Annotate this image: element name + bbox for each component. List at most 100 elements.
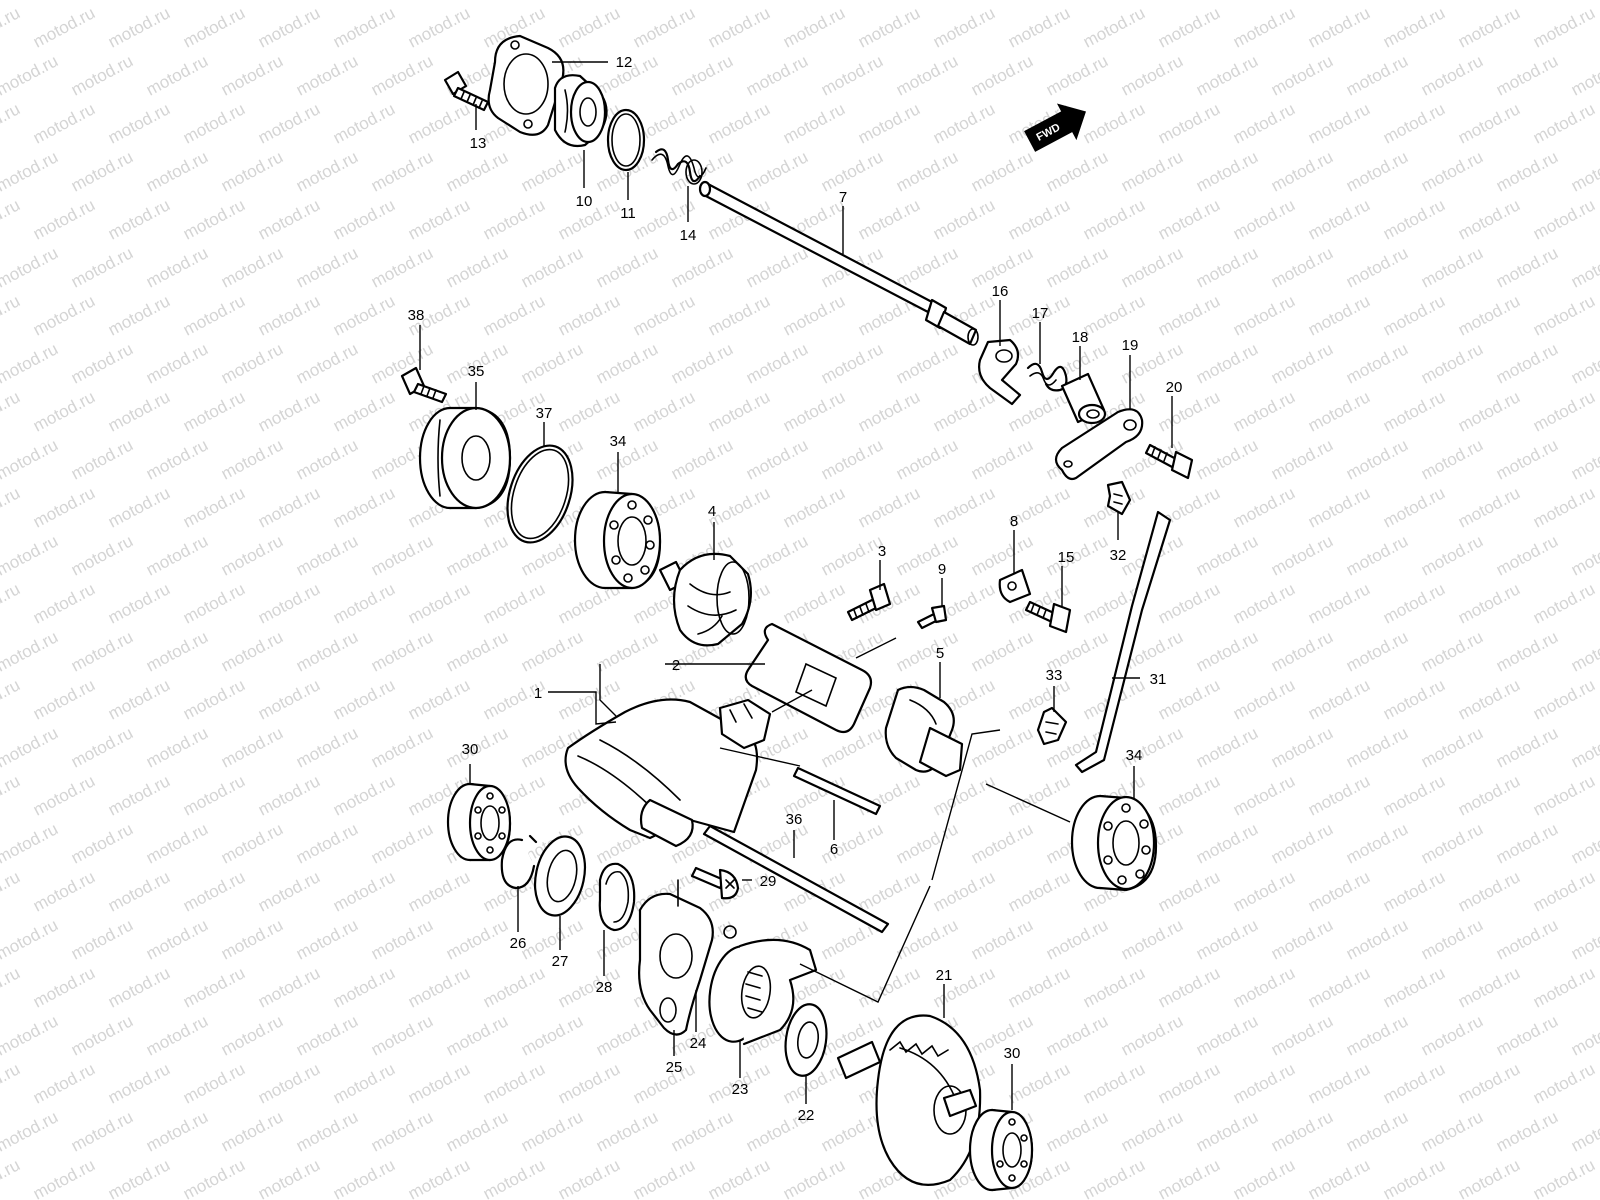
watermark-text: motod.ru xyxy=(1380,3,1448,51)
watermark-text: motod.ru xyxy=(1080,291,1148,339)
watermark-text: motod.ru xyxy=(368,915,436,963)
watermark-text: motod.ru xyxy=(68,627,136,675)
callout-17: 17 xyxy=(1032,305,1049,322)
watermark-text: motod.ru xyxy=(1155,195,1223,243)
watermark-text: motod.ru xyxy=(1568,627,1600,675)
watermark-text: motod.ru xyxy=(293,723,361,771)
watermark-text: motod.ru xyxy=(255,1059,323,1107)
watermark-text: motod.ru xyxy=(368,627,436,675)
part-9-screw xyxy=(916,604,948,630)
watermark-text: motod.ru xyxy=(1418,339,1486,387)
watermark-text: motod.ru xyxy=(1380,99,1448,147)
watermark-text: motod.ru xyxy=(1343,243,1411,291)
watermark-text: motod.ru xyxy=(930,387,998,435)
watermark-text: motod.ru xyxy=(1268,627,1336,675)
part-17-spring xyxy=(1026,362,1068,392)
watermark-text: motod.ru xyxy=(1193,819,1261,867)
watermark-text: motod.ru xyxy=(668,339,736,387)
watermark-text: motod.ru xyxy=(593,243,661,291)
watermark-text: motod.ru xyxy=(105,1155,173,1200)
watermark-text: motod.ru xyxy=(555,1155,623,1200)
watermark-text: motod.ru xyxy=(968,51,1036,99)
watermark-text: motod.ru xyxy=(1043,0,1111,4)
callout-23: 23 xyxy=(732,1081,749,1098)
watermark-text: motod.ru xyxy=(68,915,136,963)
watermark-text: motod.ru xyxy=(893,627,961,675)
watermark-text: motod.ru xyxy=(1230,675,1298,723)
watermark-text: motod.ru xyxy=(405,579,473,627)
watermark-text: motod.ru xyxy=(1193,723,1261,771)
watermark-text: motod.ru xyxy=(105,291,173,339)
watermark-text: motod.ru xyxy=(180,195,248,243)
watermark-text: motod.ru xyxy=(105,675,173,723)
watermark-text: motod.ru xyxy=(855,387,923,435)
watermark-text: motod.ru xyxy=(180,99,248,147)
watermark-text: motod.ru xyxy=(743,339,811,387)
watermark-text: motod.ru xyxy=(1305,3,1373,51)
watermark-text: motod.ru xyxy=(855,867,923,915)
watermark-text: motod.ru xyxy=(1568,1011,1600,1059)
watermark-text: motod.ru xyxy=(1268,339,1336,387)
watermark-text: motod.ru xyxy=(68,243,136,291)
watermark-text: motod.ru xyxy=(330,291,398,339)
watermark-text: motod.ru xyxy=(1268,243,1336,291)
part-21-driven-gear xyxy=(836,1014,982,1186)
watermark-text: motod.ru xyxy=(1530,771,1598,819)
watermark-text: motod.ru xyxy=(1043,1107,1111,1155)
watermark-text: motod.ru xyxy=(1493,435,1561,483)
watermark-text: motod.ru xyxy=(1005,195,1073,243)
watermark-text: motod.ru xyxy=(930,99,998,147)
watermark-text: motod.ru xyxy=(30,579,98,627)
watermark-text: motod.ru xyxy=(518,0,586,4)
watermark-text: motod.ru xyxy=(255,771,323,819)
watermark-text: motod.ru xyxy=(893,51,961,99)
watermark-text: motod.ru xyxy=(1155,579,1223,627)
callout-31: 31 xyxy=(1150,671,1167,688)
watermark-text: motod.ru xyxy=(1418,0,1486,4)
watermark-text: motod.ru xyxy=(1230,99,1298,147)
callout-35: 35 xyxy=(468,363,485,380)
watermark-text: motod.ru xyxy=(68,723,136,771)
watermark-text: motod.ru xyxy=(368,531,436,579)
watermark-text: motod.ru xyxy=(443,531,511,579)
watermark-text: motod.ru xyxy=(968,147,1036,195)
watermark-text: motod.ru xyxy=(930,771,998,819)
watermark-text: motod.ru xyxy=(968,1011,1036,1059)
watermark-text: motod.ru xyxy=(293,339,361,387)
watermark-text: motod.ru xyxy=(330,3,398,51)
watermark-text: motod.ru xyxy=(1005,963,1073,1011)
watermark-text: motod.ru xyxy=(855,483,923,531)
watermark-text: motod.ru xyxy=(1455,579,1523,627)
watermark-text: motod.ru xyxy=(780,3,848,51)
watermark-text: motod.ru xyxy=(930,195,998,243)
watermark-text: motod.ru xyxy=(1568,1107,1600,1155)
watermark-text: motod.ru xyxy=(1418,1107,1486,1155)
watermark-text: motod.ru xyxy=(1230,387,1298,435)
watermark-text: motod.ru xyxy=(705,99,773,147)
watermark-text: motod.ru xyxy=(743,531,811,579)
watermark-text: motod.ru xyxy=(330,195,398,243)
callout-3: 3 xyxy=(878,543,886,560)
watermark-text: motod.ru xyxy=(668,1107,736,1155)
watermark-text: motod.ru xyxy=(218,243,286,291)
watermark-text: motod.ru xyxy=(30,3,98,51)
watermark-text: motod.ru xyxy=(1118,1011,1186,1059)
watermark-text: motod.ru xyxy=(1493,531,1561,579)
watermark-text: motod.ru xyxy=(105,483,173,531)
callout-5: 5 xyxy=(936,645,944,662)
watermark-text: motod.ru xyxy=(68,435,136,483)
watermark-text: motod.ru xyxy=(1268,51,1336,99)
watermark-text: motod.ru xyxy=(1493,1107,1561,1155)
watermark-text: motod.ru xyxy=(1493,915,1561,963)
watermark-text: motod.ru xyxy=(0,0,61,4)
callout-36: 36 xyxy=(786,811,803,828)
watermark-text: motod.ru xyxy=(1418,51,1486,99)
watermark-text: motod.ru xyxy=(1080,195,1148,243)
part-30-bearing-left xyxy=(446,782,512,862)
watermark-text: motod.ru xyxy=(1230,963,1298,1011)
watermark-text: motod.ru xyxy=(780,387,848,435)
watermark-text: motod.ru xyxy=(555,3,623,51)
watermark-text: motod.ru xyxy=(293,531,361,579)
watermark-text: motod.ru xyxy=(518,243,586,291)
watermark-text: motod.ru xyxy=(68,531,136,579)
